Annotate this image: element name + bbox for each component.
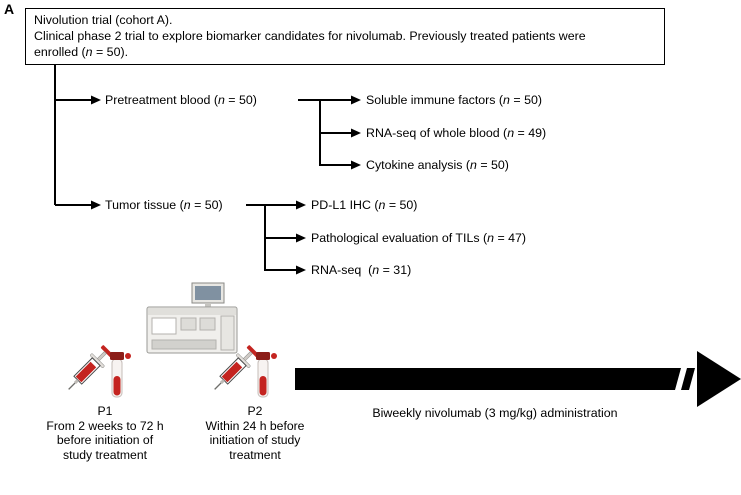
label-text: = 50). [92, 44, 129, 59]
branch-label-pretreatment-blood: Pretreatment blood (n = 50) [105, 92, 257, 108]
leaf-label-soluble-immune-factors: Soluble immune factors (n = 50) [366, 92, 542, 108]
timepoint-p1-line: before initiation of [56, 433, 154, 447]
timepoint-p2-caption: P2 Within 24 h before initiation of stud… [185, 404, 325, 462]
timepoint-p1-label: P1 [97, 404, 113, 418]
machine-screen [195, 286, 221, 300]
label-text: = 47) [494, 231, 527, 245]
machine-top-strip [148, 308, 236, 315]
trial-title: Nivolution trial (cohort A). [34, 13, 173, 27]
label-text: enrolled ( [34, 44, 86, 59]
arrowhead-icon [296, 200, 306, 210]
label-n-italic: n [372, 263, 380, 277]
blood-tube-icon [110, 352, 131, 398]
blood-subtree-line [298, 99, 321, 166]
syringe-icon [68, 345, 113, 390]
tube-cap [256, 352, 270, 360]
label-text: = 31) [379, 263, 412, 277]
label-text: = 50) [385, 198, 418, 212]
label-n-italic: n [217, 93, 225, 107]
label-text: Soluble immune factors ( [366, 93, 504, 107]
timepoint-p2-line: initiation of study [209, 433, 301, 447]
machine-side-panel [220, 315, 235, 351]
tube-blood [113, 376, 121, 396]
timepoint-p1-line: study treatment [63, 447, 147, 462]
timepoint-p1-line: From 2 weeks to 72 h [46, 418, 164, 433]
syringe-icon [214, 345, 259, 390]
trial-description-line: enrolled (n = 50). [34, 45, 656, 61]
machine-slot [151, 339, 217, 350]
label-text: Tumor tissue ( [105, 198, 184, 212]
machine-drawer [199, 317, 216, 331]
machine-monitor-stand [205, 303, 211, 307]
blood-sub-branch-lines [320, 99, 352, 166]
timepoint-p2-label: P2 [247, 404, 263, 418]
arrowhead-icon [351, 128, 361, 138]
timeline-arrow-bar [295, 368, 681, 390]
label-n-italic: n [183, 198, 191, 212]
label-text: PD-L1 IHC ( [311, 198, 379, 212]
leaf-label-rnaseq-tissue: RNA-seq (n = 31) [311, 262, 411, 278]
label-text: RNA-seq of whole blood ( [366, 126, 508, 140]
trial-description-line: Clinical phase 2 trial to explore biomar… [34, 28, 586, 43]
blood-tube-icon [256, 352, 277, 398]
timepoint-p2-line: treatment [229, 447, 281, 462]
leaf-label-rnaseq-whole-blood: RNA-seq of whole blood (n = 49) [366, 125, 546, 141]
leaf-label-tils-evaluation: Pathological evaluation of TILs (n = 47) [311, 230, 526, 246]
tube-cap [110, 352, 124, 360]
timeline-arrow-icon [295, 351, 741, 407]
label-text: = 50) [190, 198, 223, 212]
branch-label-tumor-tissue: Tumor tissue (n = 50) [105, 197, 223, 213]
trial-header-box: Nivolution trial (cohort A). Clinical ph… [25, 8, 665, 65]
label-n-italic: n [503, 93, 510, 107]
syringe-blood [221, 361, 243, 383]
syringe-needle [214, 382, 222, 390]
label-text: Cytokine analysis ( [366, 158, 470, 172]
arrowhead-icon [351, 95, 361, 105]
label-n-italic: n [507, 126, 515, 140]
timeline-arrowhead [697, 351, 741, 407]
leaf-label-cytokine-analysis: Cytokine analysis (n = 50) [366, 157, 509, 173]
timepoint-p2-line: Within 24 h before [205, 418, 305, 433]
arrowhead-icon [91, 95, 101, 105]
blood-drop-icon [125, 353, 131, 359]
machine-window [151, 317, 177, 335]
tissue-subtree-line [246, 204, 266, 271]
blood-analyzer-machine-icon [146, 282, 238, 354]
blood-drop-icon [271, 353, 277, 359]
label-n-italic: n [85, 44, 93, 59]
tube-blood [259, 376, 267, 396]
panel-label: A [4, 1, 15, 17]
label-text: = 50) [476, 158, 509, 172]
timepoint-p1-caption: P1 From 2 weeks to 72 h before initiatio… [35, 404, 175, 462]
arrowhead-icon [351, 160, 361, 170]
syringe-plunger-handle [100, 345, 113, 358]
label-n-italic: n [378, 198, 386, 212]
arrowhead-icon [296, 265, 306, 275]
label-n-italic: n [469, 158, 477, 172]
syringe-plunger-handle [246, 345, 259, 358]
machine-drawer [180, 317, 197, 331]
arrowhead-icon [91, 200, 101, 210]
label-text: = 49) [514, 126, 547, 140]
label-text: RNA-seq ( [311, 263, 373, 277]
label-text: Pretreatment blood ( [105, 93, 218, 107]
label-text: Pathological evaluation of TILs ( [311, 231, 488, 245]
syringe-needle [68, 382, 76, 390]
syringe-blood [75, 361, 97, 383]
syringe-neck [219, 379, 225, 385]
timeline-arrow-label: Biweekly nivolumab (3 mg/kg) administrat… [372, 406, 618, 420]
label-n-italic: n [487, 231, 495, 245]
label-text: = 50) [509, 93, 542, 107]
timeline-arrow-break-segment [681, 368, 695, 390]
leaf-label-pdl1-ihc: PD-L1 IHC (n = 50) [311, 197, 417, 213]
tree-arrowheads [91, 95, 361, 275]
label-text: = 50) [224, 93, 257, 107]
arrowhead-icon [296, 233, 306, 243]
tree-connectors [54, 62, 352, 271]
tissue-sub-branch-lines [265, 204, 297, 271]
syringe-neck [73, 379, 79, 385]
